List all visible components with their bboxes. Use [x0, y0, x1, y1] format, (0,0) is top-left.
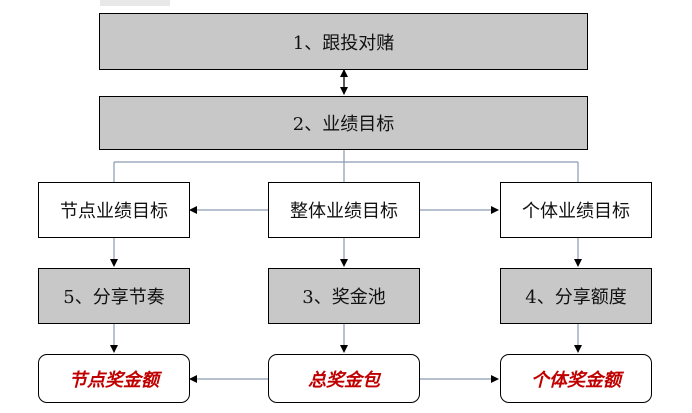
- box-follow-invest-bet: 1、跟投对赌: [99, 13, 588, 70]
- box-total-bonus-package-label: 总奖金包: [308, 369, 380, 391]
- box-share-amount: 4、分享额度: [500, 268, 652, 324]
- box-individual-bonus-amount: 个体奖金额: [500, 354, 652, 403]
- box-node-bonus-amount: 节点奖金额: [38, 354, 190, 403]
- box-bonus-pool-label: 3、奖金池: [302, 287, 386, 308]
- box-individual-performance-target-label: 个体业绩目标: [522, 201, 630, 222]
- cropped-edge: [100, 0, 170, 6]
- box-individual-bonus-amount-label: 个体奖金额: [531, 369, 621, 391]
- box-performance-target: 2、业绩目标: [99, 96, 588, 150]
- box-share-rhythm: 5、分享节奏: [38, 268, 190, 324]
- box-overall-performance-target-label: 整体业绩目标: [290, 201, 398, 222]
- box-total-bonus-package: 总奖金包: [268, 354, 420, 403]
- box-node-performance-target: 节点业绩目标: [38, 182, 190, 238]
- box-share-rhythm-label: 5、分享节奏: [63, 287, 165, 308]
- box-bonus-pool: 3、奖金池: [268, 268, 420, 324]
- box-share-amount-label: 4、分享额度: [525, 287, 627, 308]
- box-node-performance-target-label: 节点业绩目标: [60, 201, 168, 222]
- box-node-bonus-amount-label: 节点奖金额: [69, 369, 159, 391]
- box-performance-target-label: 2、业绩目标: [292, 114, 395, 135]
- box-individual-performance-target: 个体业绩目标: [500, 182, 652, 238]
- box-overall-performance-target: 整体业绩目标: [268, 182, 420, 238]
- box-follow-invest-bet-label: 1、跟投对赌: [292, 32, 395, 54]
